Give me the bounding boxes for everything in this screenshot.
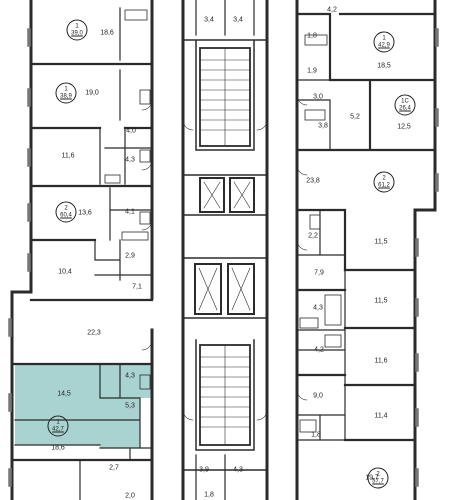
left-unit-divisions bbox=[10, 62, 154, 462]
bath-fixture bbox=[304, 34, 328, 46]
stair-upper-treads bbox=[199, 47, 251, 147]
bath-fixture bbox=[121, 231, 149, 241]
bath-fixture bbox=[139, 89, 151, 105]
right-inner-walls bbox=[296, 79, 346, 441]
elevator-shaft bbox=[194, 263, 222, 315]
door-swing bbox=[141, 94, 308, 401]
bath-fixture bbox=[309, 214, 321, 230]
bath-fixture bbox=[139, 374, 151, 390]
stair-lower-treads bbox=[199, 344, 251, 446]
right-wing-outer-wall bbox=[295, 0, 437, 500]
bath-fixture bbox=[324, 334, 342, 348]
core-outline bbox=[181, 0, 269, 500]
door-swing bbox=[182, 119, 268, 421]
bath-fixture bbox=[299, 419, 317, 433]
right-unit-divisions bbox=[295, 268, 417, 442]
elevator-shaft bbox=[229, 177, 255, 213]
bath-fixture bbox=[139, 211, 151, 225]
highlighted-apartment-fill[interactable] bbox=[15, 365, 152, 448]
left-wing-outer-wall bbox=[29, 0, 154, 500]
bath-fixture bbox=[299, 317, 319, 329]
bath-fixture bbox=[304, 109, 326, 121]
window-ticks bbox=[8, 28, 439, 487]
bath-fixture bbox=[324, 294, 342, 326]
right-wing-upper-facade bbox=[295, 12, 437, 272]
bath-fixture bbox=[104, 174, 121, 184]
left-wing-facade bbox=[10, 4, 33, 500]
bath-fixture bbox=[124, 9, 148, 21]
core-divisions bbox=[182, 39, 268, 471]
left-inner-walls bbox=[14, 7, 153, 500]
elevator-shaft bbox=[199, 177, 225, 213]
elevator-shaft bbox=[227, 263, 255, 315]
elevator-cross bbox=[203, 181, 251, 209]
core-small-rooms bbox=[195, 0, 255, 500]
bath-fixture bbox=[139, 149, 151, 163]
elevator-cross bbox=[198, 267, 251, 311]
